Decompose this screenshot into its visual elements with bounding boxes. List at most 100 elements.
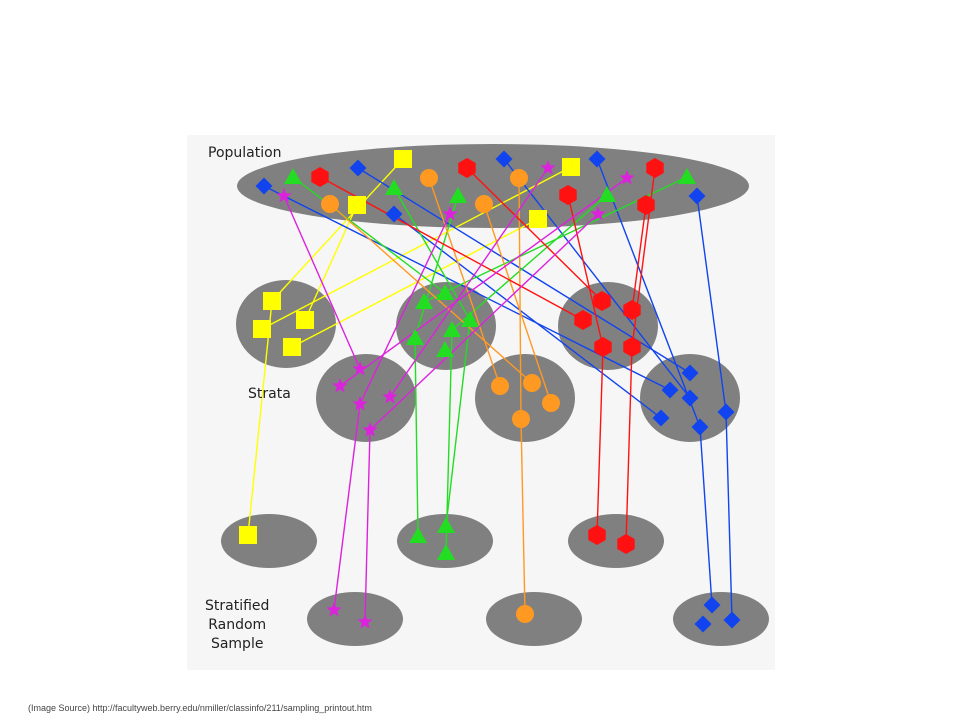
green-connector xyxy=(292,176,446,294)
circle-marker xyxy=(516,605,534,623)
square-marker xyxy=(296,311,314,329)
red-connector xyxy=(466,167,603,302)
hexagon-marker xyxy=(559,185,577,205)
circle-marker xyxy=(512,410,530,428)
hexagon-marker xyxy=(617,534,635,554)
diamond-marker xyxy=(688,187,706,205)
star-marker xyxy=(326,602,342,617)
green-connector xyxy=(414,195,459,339)
blue-sample-connector xyxy=(699,426,713,606)
orange-sample-connector xyxy=(520,418,526,615)
diamond-marker xyxy=(349,159,367,177)
square-marker xyxy=(394,150,412,168)
triangle-marker xyxy=(415,293,433,309)
population-ellipse xyxy=(237,144,749,228)
star-marker xyxy=(352,361,368,376)
square-marker xyxy=(239,526,257,544)
green-sample-connector xyxy=(414,337,419,537)
population-label: Population xyxy=(208,145,282,161)
red-sample-connector xyxy=(625,346,633,545)
star-marker xyxy=(540,160,556,175)
circle-marker xyxy=(420,169,438,187)
square-marker xyxy=(253,320,271,338)
magenta-connector xyxy=(359,213,451,405)
circle-marker xyxy=(523,374,541,392)
star-marker xyxy=(332,378,348,393)
sample-label-line-1: Stratified xyxy=(205,598,270,614)
diamond-marker xyxy=(723,611,741,629)
sample-yellow xyxy=(221,514,317,568)
diamond-marker xyxy=(694,615,712,633)
diamond-marker xyxy=(681,364,699,382)
red-connector xyxy=(631,204,647,311)
circle-marker xyxy=(510,169,528,187)
square-marker xyxy=(283,338,301,356)
hexagon-marker xyxy=(637,195,655,215)
circle-marker xyxy=(491,377,509,395)
red-sample-connector xyxy=(596,346,604,536)
sample-green xyxy=(397,514,493,568)
diamond-marker xyxy=(681,389,699,407)
diamond-marker xyxy=(691,418,709,436)
triangle-marker xyxy=(678,168,696,184)
triangle-marker xyxy=(409,527,427,543)
blue-connector xyxy=(596,158,701,428)
hexagon-marker xyxy=(311,167,329,187)
sample-label-line-3: Sample xyxy=(210,636,264,652)
green-sample-connector xyxy=(445,319,471,527)
hexagon-marker xyxy=(593,291,611,311)
sample-blue xyxy=(673,592,769,646)
blue-connector xyxy=(393,213,662,419)
star-marker xyxy=(442,206,458,221)
hexagon-marker xyxy=(458,158,476,178)
hexagon-marker xyxy=(574,310,592,330)
sample-red xyxy=(568,514,664,568)
star-marker xyxy=(357,614,373,629)
yellow-connector xyxy=(291,218,539,348)
star-marker xyxy=(590,206,606,221)
square-marker xyxy=(348,196,366,214)
triangle-marker xyxy=(449,187,467,203)
magenta-connector xyxy=(369,213,599,431)
orange-connector xyxy=(518,177,522,420)
blue-connector xyxy=(696,195,727,413)
triangle-marker xyxy=(436,341,454,357)
square-marker xyxy=(529,210,547,228)
triangle-marker xyxy=(436,284,454,300)
hexagon-marker xyxy=(646,158,664,178)
stratum-orange xyxy=(475,354,575,442)
diamond-marker xyxy=(652,409,670,427)
diamond-marker xyxy=(717,403,735,421)
square-marker xyxy=(263,292,281,310)
square-marker xyxy=(562,158,580,176)
triangle-marker xyxy=(461,311,479,327)
hexagon-marker xyxy=(594,337,612,357)
stratum-yellow xyxy=(236,280,336,368)
triangle-marker xyxy=(437,544,455,560)
sample-magenta xyxy=(307,592,403,646)
ellipses xyxy=(221,144,769,646)
green-sample-connector xyxy=(445,329,453,554)
star-marker xyxy=(362,422,378,437)
hexagon-marker xyxy=(623,300,641,320)
red-connector xyxy=(567,194,604,348)
hexagon-marker xyxy=(588,525,606,545)
stratum-magenta xyxy=(316,354,416,442)
orange-connector xyxy=(428,177,501,387)
triangle-marker xyxy=(385,179,403,195)
star-marker xyxy=(276,188,292,203)
diamond-marker xyxy=(495,150,513,168)
sample-label-line-2: Random xyxy=(208,617,267,633)
hexagon-marker xyxy=(623,337,641,357)
magenta-connector xyxy=(339,177,628,387)
strata-label: Strata xyxy=(248,386,291,402)
triangle-marker xyxy=(598,186,616,202)
triangle-marker xyxy=(437,517,455,533)
sample-orange xyxy=(486,592,582,646)
circle-marker xyxy=(321,195,339,213)
star-marker xyxy=(619,170,635,185)
magenta-connector xyxy=(283,195,361,370)
diamond-marker xyxy=(255,177,273,195)
stratified-random-sample-label: Stratified Random Sample xyxy=(205,597,269,654)
